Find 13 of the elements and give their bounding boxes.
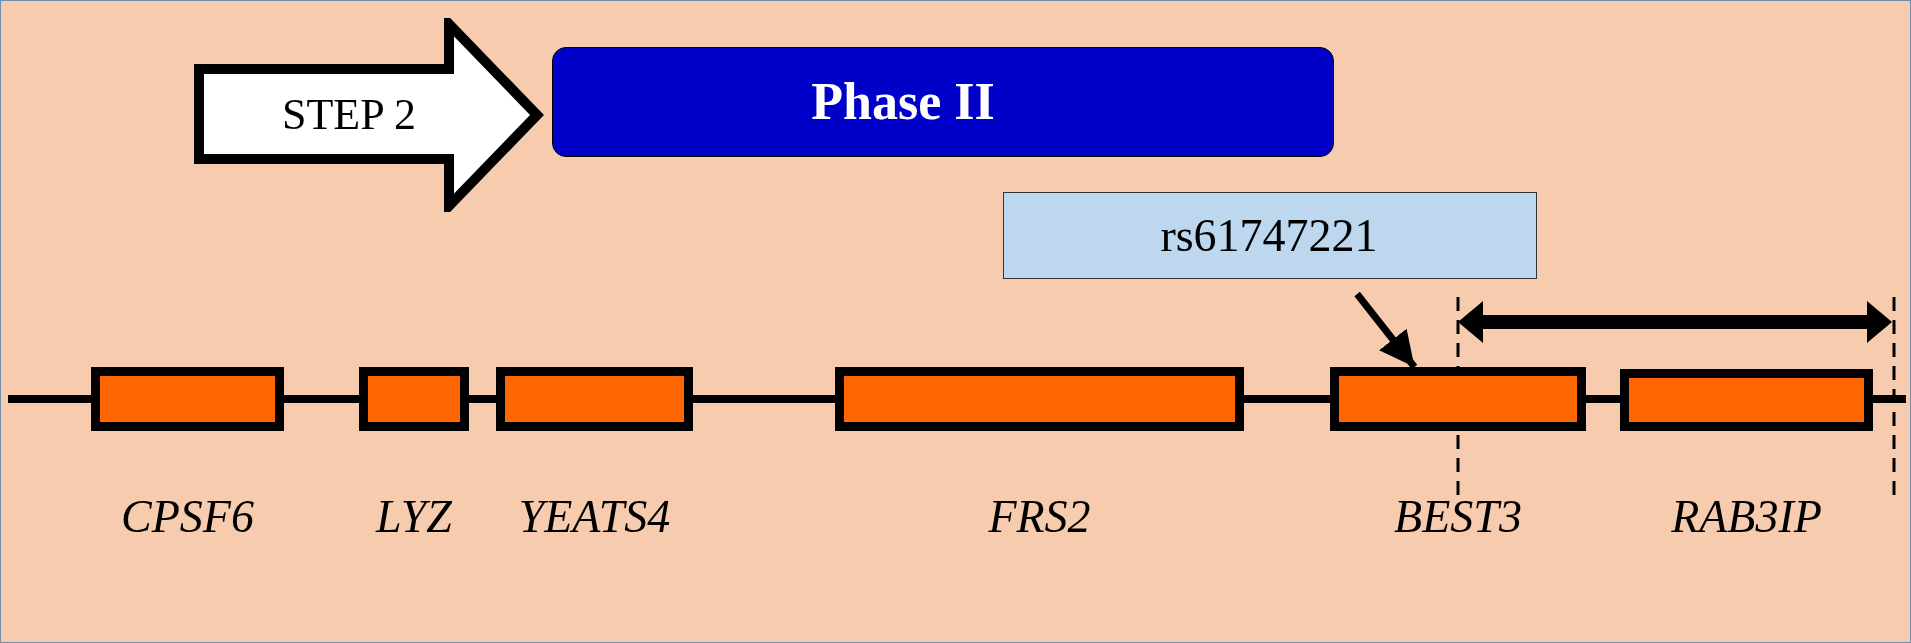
gene-name: RAB3IP [1670, 489, 1823, 544]
variant-id: rs61747221 [1159, 208, 1379, 263]
gene-name: LYZ [374, 489, 453, 544]
step-label: STEP 2 [280, 88, 418, 141]
gene-name: YEATS4 [517, 489, 672, 544]
phase-banner [552, 47, 1334, 157]
gene-name: FRS2 [987, 489, 1092, 544]
gene-name: CPSF6 [120, 489, 255, 544]
variant-box [1003, 192, 1537, 279]
phase-label: Phase II [810, 71, 996, 132]
leader-arrow [1354, 291, 1418, 370]
gene-name: BEST3 [1393, 489, 1523, 544]
step-arrow [194, 18, 546, 212]
